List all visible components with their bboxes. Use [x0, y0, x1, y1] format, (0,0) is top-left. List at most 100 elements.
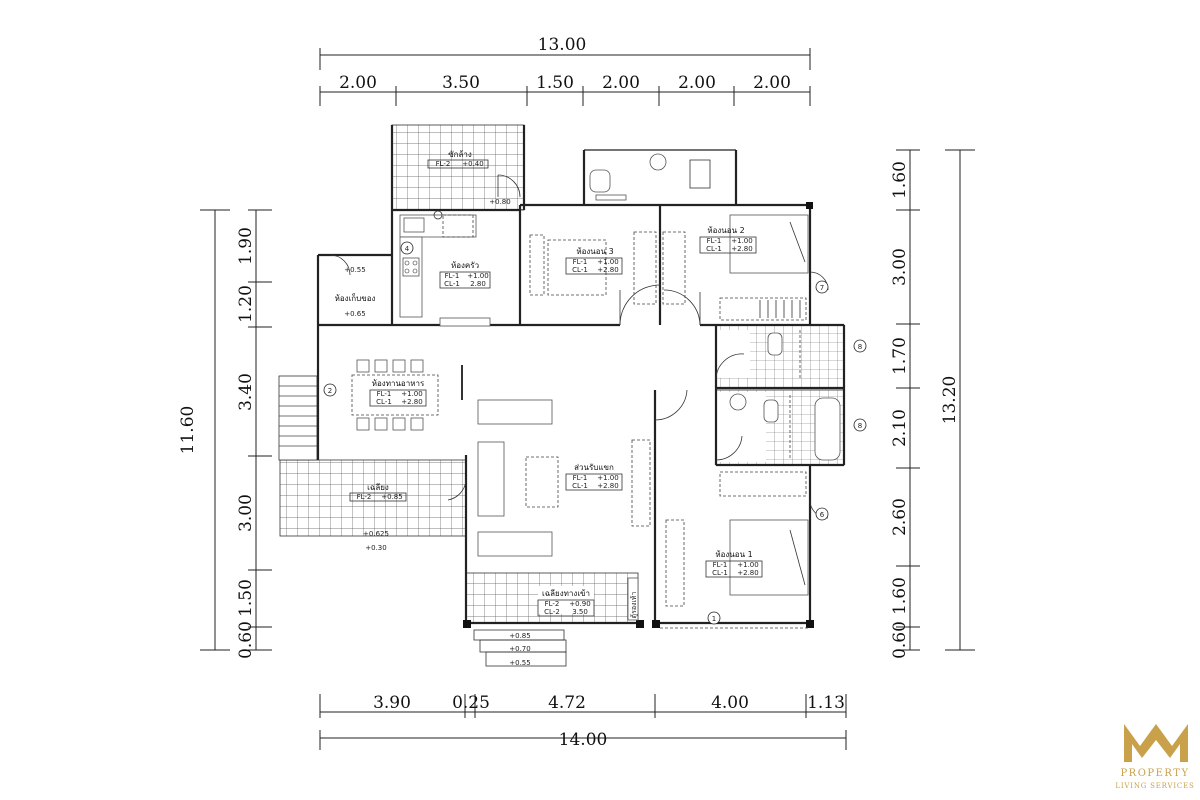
level-085: +0.85	[509, 632, 530, 640]
room-entrance: เฉลียงทางเข้า FL-2 +0.90 CL-2 3.50	[537, 586, 595, 617]
bedroom1-fl: FL-1	[713, 561, 728, 569]
svg-text:8: 8	[858, 422, 862, 430]
dim-left-seg-4: 3.00	[236, 494, 256, 532]
dimension-bottom: 3.90 0.25 4.72 4.00 1.13 14.00	[319, 693, 847, 750]
door-tag-4: 4	[400, 241, 414, 255]
kitchen-name: ห้องครัว	[451, 261, 479, 270]
dim-right-seg-1: 1.60	[890, 161, 910, 199]
bathroom-top-fixtures	[589, 153, 711, 201]
bedroom3-cl: CL-1	[572, 266, 588, 274]
dim-top-seg-6: 2.00	[753, 73, 791, 93]
dimension-left: 11.60 1.90 1.20 3.40 3.00 1.50 0.60	[178, 209, 272, 659]
bedroom1-cl: CL-1	[712, 569, 728, 577]
dim-left-seg-6: 0.60	[236, 621, 256, 659]
logo-line1: PROPERTY	[1120, 768, 1189, 779]
dim-bottom-seg-2: 0.25	[452, 693, 490, 713]
kitchen-fl: FL-1	[445, 272, 460, 280]
door-swings	[329, 174, 829, 519]
storage-level: +0.65	[344, 310, 365, 318]
terrace-name: เฉลียง	[367, 483, 389, 492]
dim-left-seg-2: 1.20	[236, 285, 256, 323]
entrance-name: เฉลียงทางเข้า	[542, 589, 590, 598]
room-storage: +0.55 ห้องเก็บของ +0.65	[335, 266, 376, 318]
dim-top-seg-1: 2.00	[339, 73, 377, 93]
stairs-left	[278, 375, 318, 461]
kitchen-counter	[399, 210, 491, 327]
dining-cl-val: +2.80	[401, 398, 422, 406]
svg-text:7: 7	[820, 284, 824, 292]
dim-right-seg-5: 2.60	[890, 498, 910, 536]
dim-top-total: 13.00	[538, 35, 587, 55]
dim-bottom-seg-4: 4.00	[711, 693, 749, 713]
bathroom-middle-fixtures	[729, 330, 841, 461]
bedroom2-cl: CL-1	[706, 245, 722, 253]
dining-fl: FL-1	[377, 390, 392, 398]
bedroom1-name: ห้องนอน 1	[715, 550, 752, 559]
dimension-right: 13.20 1.60 3.00 1.70 2.10 2.60 1.60 0.60	[890, 149, 975, 659]
svg-text:6: 6	[820, 511, 825, 519]
dim-right-seg-6: 1.60	[890, 577, 910, 615]
room-laundry: ซักล้าง FL-2 +0.40	[427, 150, 489, 169]
laundry-area	[391, 124, 525, 211]
entrance-cl: CL-2	[544, 608, 560, 616]
dim-right-seg-2: 3.00	[890, 248, 910, 286]
room-kitchen: ห้องครัว FL-1 +1.00 CL-1 2.80	[439, 261, 491, 289]
bedroom3-name: ห้องนอน 3	[576, 247, 613, 256]
kitchen-cl: CL-1	[444, 280, 460, 288]
laundry-fl: FL-2	[436, 160, 451, 168]
dining-name: ห้องทานอาหาร	[372, 379, 425, 388]
dim-right-total: 13.20	[940, 376, 960, 425]
living-furniture	[477, 399, 685, 607]
dining-table	[351, 359, 463, 431]
entrance-cl-val: 3.50	[572, 608, 588, 616]
bedroom2-fl: FL-1	[707, 237, 722, 245]
logo-mark-icon	[1124, 724, 1188, 762]
dim-left-seg-1: 1.90	[236, 227, 256, 265]
terrace-level-2: +0.30	[365, 544, 386, 552]
room-bedroom3: ห้องนอน 3 FL-1 +1.00 CL-1 +2.80	[565, 247, 623, 275]
dim-top-seg-3: 1.50	[536, 73, 574, 93]
storage-level-top: +0.55	[344, 266, 365, 274]
room-living: ส่วนรับแขก FL-1 +1.00 CL-1 +2.80	[565, 463, 623, 491]
dim-bottom-seg-1: 3.90	[373, 693, 411, 713]
bedroom2-cl-val: +2.80	[731, 245, 752, 253]
dim-right-seg-3: 1.70	[890, 337, 910, 375]
dim-left-total: 11.60	[178, 406, 198, 455]
laundry-name: ซักล้าง	[448, 150, 472, 159]
room-bedroom2: ห้องนอน 2 FL-1 +1.00 CL-1 +2.80	[699, 226, 757, 254]
door-tag-2: 2	[323, 383, 337, 397]
level-055b: +0.55	[509, 659, 530, 667]
svg-text:8: 8	[858, 343, 862, 351]
dining-cl: CL-1	[376, 398, 392, 406]
bedroom3-furniture	[529, 231, 686, 305]
bedroom1-cl-val: +2.80	[737, 569, 758, 577]
shoe-cabinet	[627, 577, 639, 621]
door-tag-8a: 8	[853, 339, 867, 353]
living-fl-val: +1.00	[597, 474, 618, 482]
dim-bottom-seg-5: 1.13	[807, 693, 845, 713]
svg-text:4: 4	[405, 245, 410, 253]
terrace-level-1: +0.625	[363, 530, 389, 538]
bedroom3-cl-val: +2.80	[597, 266, 618, 274]
brand-logo: PROPERTY LIVING SERVICES	[1115, 724, 1194, 790]
dim-top-seg-5: 2.00	[678, 73, 716, 93]
dim-right-seg-7: 0.60	[890, 621, 910, 659]
room-terrace: เฉลียง FL-2 +0.85 +0.625 +0.30	[349, 483, 407, 552]
kitchen-fl-val: +1.00	[467, 272, 488, 280]
entrance-fl: FL-2	[545, 600, 560, 608]
living-cl: CL-1	[572, 482, 588, 490]
living-fl: FL-1	[573, 474, 588, 482]
dim-top-seg-4: 2.00	[602, 73, 640, 93]
dimension-top: 13.00 2.00 3.50 1.50 2.00 2.00 2.00	[319, 35, 811, 106]
kitchen-cl-val: 2.80	[470, 280, 486, 288]
laundry-fl-val: +0.40	[462, 160, 483, 168]
dim-left-seg-5: 1.50	[236, 579, 256, 617]
door-tag-8b: 8	[853, 418, 867, 432]
bedroom2-fl-val: +1.00	[731, 237, 752, 245]
bedroom2-name: ห้องนอน 2	[707, 226, 744, 235]
dining-fl-val: +1.00	[401, 390, 422, 398]
bedroom1-furniture	[719, 471, 809, 596]
entrance-steps	[473, 627, 810, 667]
logo-line2: LIVING SERVICES	[1115, 782, 1194, 790]
